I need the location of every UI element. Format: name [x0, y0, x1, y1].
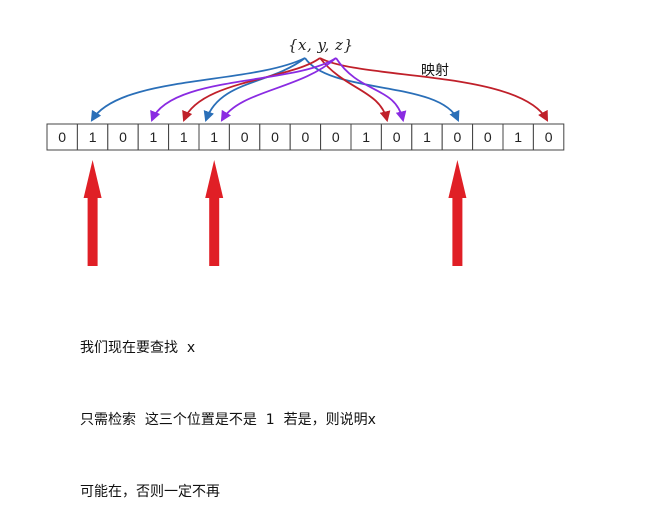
bit-cell: 1	[411, 123, 443, 151]
x-mapping-arrow	[203, 57, 306, 123]
x-mapping-arrow	[90, 57, 306, 122]
y-mapping-arrow	[182, 57, 321, 123]
bit-cell: 0	[472, 123, 504, 151]
mapping-label: 映射	[421, 63, 449, 79]
bit-value: 1	[362, 129, 370, 145]
bit-value: 0	[58, 129, 66, 145]
y-mapping-arrow	[319, 57, 391, 123]
bit-cell: 0	[289, 123, 322, 151]
lookup-up-arrow	[448, 160, 467, 266]
bit-value: 1	[150, 129, 158, 145]
bit-cell: 1	[168, 123, 200, 151]
bit-value: 0	[454, 129, 462, 145]
bit-cell: 1	[198, 123, 230, 151]
bit-cell: 0	[46, 123, 78, 151]
x-mapping-arrow	[304, 57, 460, 122]
bit-value: 0	[332, 129, 340, 145]
bit-value: 0	[241, 129, 249, 145]
z-mapping-arrow	[335, 57, 407, 123]
bit-cell: 1	[76, 123, 109, 151]
bit-cell: 0	[228, 123, 261, 151]
bit-cell: 0	[441, 123, 474, 151]
bit-value: 0	[271, 129, 279, 145]
z-mapping-arrow	[150, 57, 337, 123]
caption-line-3: 可能在，否则一定不再	[80, 484, 220, 500]
bit-value: 0	[393, 129, 401, 145]
caption-line-2: 只需检索 这三个位置是不是 1 若是，则说明x	[80, 412, 376, 428]
bit-value: 1	[423, 129, 431, 145]
bit-value: 0	[119, 129, 127, 145]
caption-line-1: 我们现在要查找 x	[80, 340, 196, 356]
bit-value: 0	[302, 129, 310, 145]
bit-cell: 1	[137, 123, 170, 151]
bloom-filter-diagram: 0 1 0 1 1 1 0 0 0 0 1 0 1 0 0 1 0	[46, 57, 565, 266]
mapping-arrows	[90, 57, 549, 123]
bit-cell: 0	[259, 123, 291, 151]
bit-value: 1	[89, 129, 97, 145]
bit-value: 1	[210, 129, 218, 145]
bit-cell: 0	[380, 123, 413, 151]
caption: 我们现在要查找 x 只需检索 这三个位置是不是 1 若是，则说明x 可能在，否则…	[80, 288, 376, 528]
lookup-arrows	[83, 160, 467, 266]
bit-cell: 0	[107, 123, 139, 151]
set-label: {x, y, z}	[288, 36, 354, 54]
z-mapping-arrow	[220, 57, 337, 122]
bit-cell: 1	[502, 123, 534, 151]
lookup-up-arrow	[83, 160, 102, 266]
bit-array: 0 1 0 1 1 1 0 0 0 0 1 0 1 0 0 1 0	[46, 123, 565, 151]
bit-value: 1	[514, 129, 522, 145]
bit-cell: 0	[320, 123, 352, 151]
bit-value: 1	[180, 129, 188, 145]
bit-value: 0	[545, 129, 553, 145]
lookup-up-arrow	[205, 160, 224, 266]
bit-cell: 1	[350, 123, 382, 151]
bit-value: 0	[484, 129, 492, 145]
bit-cell: 0	[532, 123, 565, 151]
